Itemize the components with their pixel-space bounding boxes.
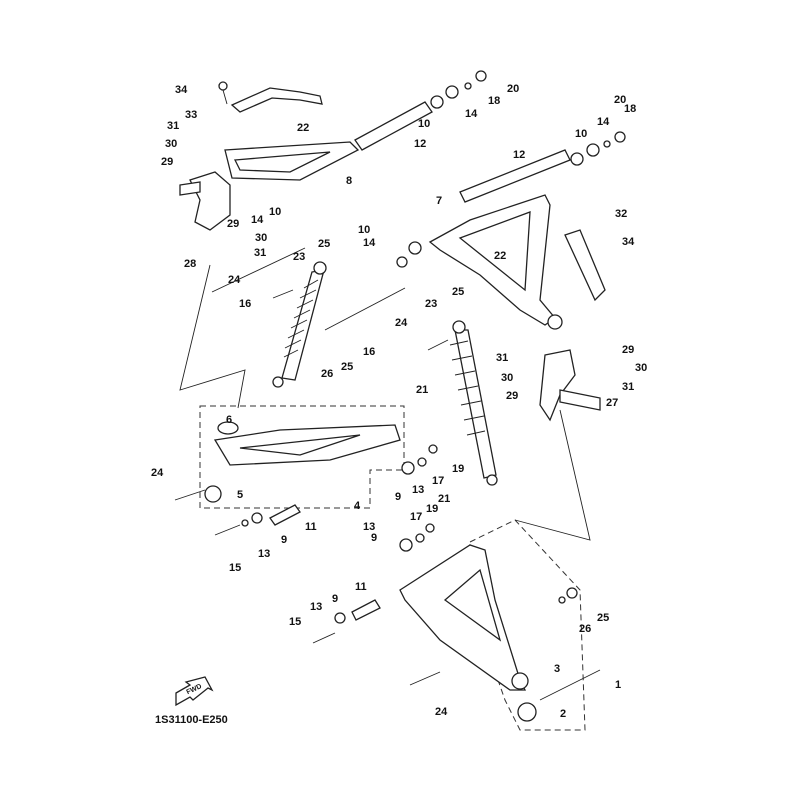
callout-30: 30 (255, 232, 267, 244)
callout-11: 11 (355, 581, 367, 593)
callout-23: 23 (425, 298, 437, 310)
steering-knuckle-right (539, 349, 576, 422)
steering-knuckle-left (189, 171, 231, 231)
callout-11: 11 (305, 521, 317, 533)
callout-1: 1 (615, 679, 621, 691)
reference-line (514, 409, 591, 541)
callout-29: 29 (161, 156, 173, 168)
forward-direction-arrow: FWD (175, 676, 214, 707)
diagram-code: 1S31100-E250 (155, 714, 228, 726)
callout-25: 25 (597, 612, 609, 624)
shock-absorber-right (449, 320, 498, 486)
callout-24: 24 (228, 274, 241, 286)
callout-32: 32 (615, 208, 627, 220)
callout-20: 20 (507, 83, 519, 95)
callout-10: 10 (418, 118, 430, 130)
callout-14: 14 (363, 237, 376, 249)
bolt-16-left (211, 247, 306, 293)
callout-12: 12 (414, 138, 426, 150)
callout-24: 24 (435, 706, 448, 718)
callout-34: 34 (622, 236, 635, 248)
callout-7: 7 (436, 195, 442, 207)
callout-19: 19 (426, 503, 438, 515)
callout-26: 26 (579, 623, 591, 635)
callout-28: 28 (184, 258, 196, 270)
lower-arm-lower (399, 544, 527, 691)
reference-line (179, 264, 246, 409)
shock-absorber-left (272, 261, 327, 388)
lower-arm-upper (213, 424, 401, 466)
callout-22: 22 (494, 250, 506, 262)
callout-20: 20 (614, 94, 626, 106)
brake-hose-bracket (230, 87, 323, 113)
callout-17: 17 (410, 511, 422, 523)
callout-13: 13 (258, 548, 270, 560)
upper-arm-right (428, 194, 556, 326)
callout-21: 21 (416, 384, 428, 396)
callout-14: 14 (465, 108, 478, 120)
callout-14: 14 (597, 116, 610, 128)
callout-14: 14 (251, 214, 264, 226)
callout-25: 25 (318, 238, 330, 250)
callout-3: 3 (554, 663, 560, 675)
callout-4: 4 (354, 500, 361, 512)
upper-arm-left (224, 141, 360, 181)
callout-9: 9 (332, 593, 338, 605)
callout-34: 34 (175, 84, 188, 96)
callout-13: 13 (310, 601, 322, 613)
callout-23: 23 (293, 251, 305, 263)
callout-5: 5 (237, 489, 243, 501)
callout-30: 30 (165, 138, 177, 150)
callout-31: 31 (496, 352, 508, 364)
callout-25: 25 (341, 361, 353, 373)
lower-arm-assembly-outline (199, 405, 405, 509)
callout-13: 13 (363, 521, 375, 533)
callout-33: 33 (185, 109, 197, 121)
pipe-right (459, 149, 571, 203)
callout-29: 29 (227, 218, 239, 230)
callout-31: 31 (254, 247, 266, 259)
callout-10: 10 (269, 206, 281, 218)
callout-16: 16 (363, 346, 375, 358)
callout-10: 10 (575, 128, 587, 140)
callout-30: 30 (635, 362, 647, 374)
callout-15: 15 (289, 616, 301, 628)
callout-26: 26 (321, 368, 333, 380)
callout-29: 29 (622, 344, 634, 356)
callout-18: 18 (624, 103, 636, 115)
callout-9: 9 (281, 534, 287, 546)
bolt-16-right (324, 287, 406, 331)
callout-9: 9 (395, 491, 401, 503)
callout-15: 15 (229, 562, 241, 574)
pipe-left (354, 101, 433, 151)
callout-16: 16 (239, 298, 251, 310)
callout-30: 30 (501, 372, 513, 384)
callout-2: 2 (560, 708, 566, 720)
callout-12: 12 (513, 149, 525, 161)
callout-13: 13 (412, 484, 424, 496)
callout-24: 24 (151, 467, 164, 479)
callout-27: 27 (606, 397, 618, 409)
callout-29: 29 (506, 390, 518, 402)
callout-9: 9 (371, 532, 377, 544)
callout-19: 19 (452, 463, 464, 475)
callout-8: 8 (346, 175, 352, 187)
callout-31: 31 (167, 120, 179, 132)
reference-line (539, 669, 601, 701)
callout-21: 21 (438, 493, 450, 505)
callout-6: 6 (226, 414, 232, 426)
callout-10: 10 (358, 224, 370, 236)
callout-18: 18 (488, 95, 500, 107)
callout-22: 22 (297, 122, 309, 134)
callout-17: 17 (432, 475, 444, 487)
callout-31: 31 (622, 381, 634, 393)
callout-25: 25 (452, 286, 464, 298)
callout-24: 24 (395, 317, 408, 329)
